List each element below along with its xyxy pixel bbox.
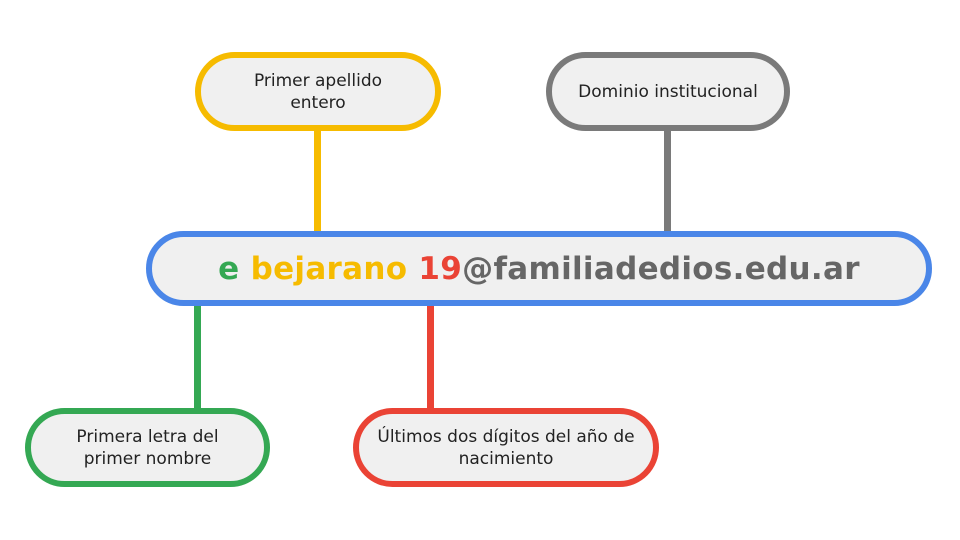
digits-label-text: Últimos dos dígitos del año de nacimient… xyxy=(377,426,635,469)
surname-label-box: Primer apellido entero xyxy=(195,52,441,131)
initial-label-box: Primera letra del primer nombre xyxy=(25,408,270,487)
connector-digits xyxy=(427,302,434,414)
email-birth-digits: 19 xyxy=(418,250,463,287)
email-space-2 xyxy=(407,251,418,287)
email-domain: @familiadedios.edu.ar xyxy=(462,250,860,287)
email-space-1 xyxy=(240,251,251,287)
digits-label-box: Últimos dos dígitos del año de nacimient… xyxy=(353,408,659,487)
email-surname: bejarano xyxy=(250,250,408,287)
connector-surname xyxy=(314,128,321,236)
email-address-box: e bejarano 19@familiadedios.edu.ar xyxy=(146,231,932,306)
domain-label-text: Dominio institucional xyxy=(578,81,758,102)
connector-domain xyxy=(664,128,671,236)
domain-label-box: Dominio institucional xyxy=(546,52,790,131)
connector-initial xyxy=(194,302,201,414)
surname-label-text: Primer apellido entero xyxy=(253,70,383,113)
email-first-initial: e xyxy=(218,250,240,287)
initial-label-text: Primera letra del primer nombre xyxy=(76,426,219,469)
